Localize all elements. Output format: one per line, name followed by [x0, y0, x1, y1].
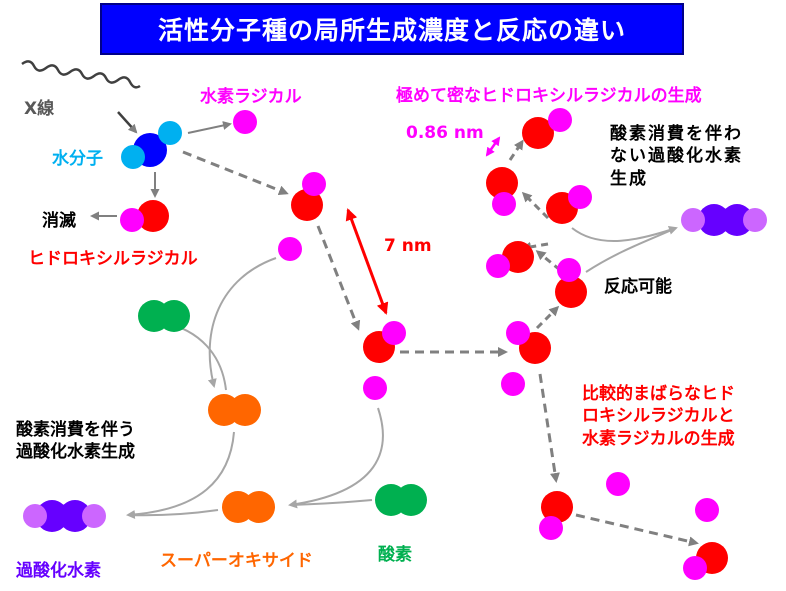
label-hydroxyl-radical: ヒドロキシルラジカル: [28, 249, 198, 269]
dash-arrow-5: [538, 373, 560, 483]
dash-arrow-4: [535, 305, 560, 330]
label-sparse-line-1: 比較的まばらなヒド: [582, 384, 735, 404]
hydrogen-peroxide-right: [681, 204, 767, 236]
label-oxygen: 酸素: [378, 545, 412, 565]
label-distance-large: 7 nm: [384, 236, 432, 256]
h-radical-4: [501, 372, 525, 396]
oh-radical-10: [683, 542, 728, 580]
distance-arrow-small: [485, 136, 501, 157]
oh-radical-9: [539, 491, 573, 540]
label-reactable: 反応可能: [604, 277, 672, 297]
hydrogen-peroxide-left: [23, 500, 106, 532]
label-sparse-line-3: 水素ラジカルの生成: [582, 428, 735, 449]
label-water: 水分子: [52, 149, 103, 169]
dash-arrow-6: [575, 513, 699, 547]
label-hydrogen-radical: 水素ラジカル: [200, 87, 302, 107]
h-radical-2: [278, 237, 302, 261]
oxygen-molecule-2: [375, 484, 427, 516]
dash-arrow-1: [182, 150, 289, 196]
h-radical-3: [363, 376, 387, 400]
curve-peroxide-right-2: [585, 227, 677, 273]
arrow-to-h-radical: [187, 121, 232, 134]
oh-radical-7: [486, 167, 518, 216]
superoxide-molecule-2: [222, 491, 275, 523]
dash-arrow-8: [521, 191, 550, 220]
curve-o2-to-superoxide: [161, 321, 227, 391]
label-no-oxygen-consumption: 酸素消費を伴わ ない過酸化水素 生成: [610, 123, 743, 190]
superoxide-molecule-1: [208, 394, 261, 426]
label-sparse-generation: 比較的まばらなヒド ロキシルラジカルと 水素ラジカルの生成: [582, 383, 735, 450]
dash-arrow-9: [508, 139, 524, 161]
label-dense-generation: 極めて密なヒドロキシルラジカルの生成: [396, 86, 702, 106]
label-hydrogen-peroxide: 過酸化水素: [16, 561, 101, 581]
label-no-oxygen-line-1: 酸素消費を伴わ: [610, 124, 743, 144]
curve-o2-to-superoxide-2: [291, 499, 373, 506]
dash-arrow-2: [316, 225, 361, 331]
label-xray: X線: [24, 99, 55, 119]
water-molecule: [121, 121, 182, 169]
curve-h-to-superoxide: [207, 257, 277, 388]
oh-radical-3: [506, 321, 551, 364]
page-title: 活性分子種の局所生成濃度と反応の違い: [100, 3, 684, 55]
label-sparse-line-2: ロキシルラジカルと: [582, 406, 735, 427]
oh-radical-5: [486, 241, 534, 278]
oh-radical-4: [555, 258, 587, 308]
curve-h-to-superoxide-2: [288, 407, 384, 509]
label-no-oxygen-line-3: 生成: [610, 168, 648, 189]
oxygen-molecule-1: [138, 300, 190, 332]
hydroxyl-radical-molecule: [120, 200, 169, 232]
distance-arrow-large: [345, 208, 389, 315]
label-no-oxygen-line-2: ない過酸化水素: [610, 146, 743, 167]
label-oxygen-consumption: 酸素消費を伴う 過酸化水素生成: [16, 419, 135, 464]
label-annihilation: 消滅: [42, 211, 76, 231]
label-distance-small: 0.86 nm: [406, 123, 484, 143]
xray-wave: [21, 60, 141, 89]
curve-peroxide-right-1: [571, 225, 678, 242]
h-radical-6: [695, 498, 719, 522]
curve-superoxide2-to-peroxide: [127, 509, 219, 517]
label-oxygen-line-2: 過酸化水素生成: [16, 442, 135, 463]
h-radical-5: [606, 472, 630, 496]
label-oxygen-line-1: 酸素消費を伴う: [16, 420, 135, 440]
curve-to-peroxide: [126, 431, 235, 520]
label-superoxide: スーパーオキサイド: [160, 551, 313, 571]
xray-arrow: [117, 111, 138, 134]
dash-arrow-10: [521, 241, 549, 252]
dash-arrow-7: [535, 250, 561, 272]
hydrogen-radical-atom: [233, 110, 257, 134]
oh-radical-8: [522, 108, 572, 149]
oh-radical-1: [291, 172, 326, 221]
oh-radical-6: [546, 185, 592, 224]
oh-radical-2: [363, 321, 406, 363]
